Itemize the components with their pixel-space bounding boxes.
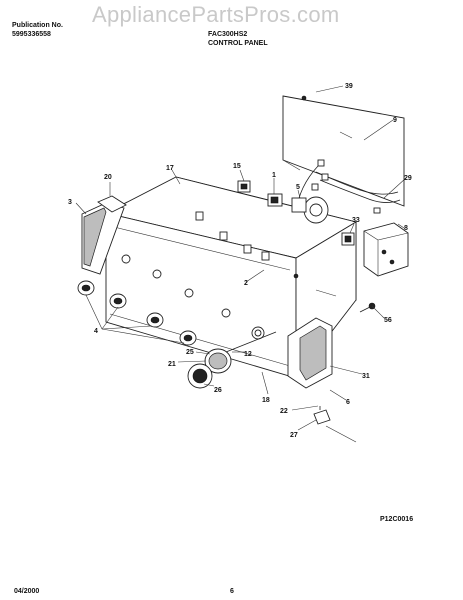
part-56-screw — [359, 302, 376, 313]
model-number: FAC300HS2 — [208, 31, 248, 38]
callout-18: 18 — [262, 397, 270, 404]
part-12-shaft — [225, 331, 277, 353]
part-3-left-end-cap — [81, 195, 127, 275]
callout-33: 33 — [352, 217, 360, 224]
page-number: 6 — [230, 588, 234, 595]
part-27-bracket — [313, 406, 331, 425]
publication-number: 5995336558 — [12, 31, 51, 38]
callout-1: 1 — [272, 172, 276, 179]
callout-8: 8 — [404, 225, 408, 232]
section-title: CONTROL PANEL — [208, 40, 268, 47]
callout-26: 26 — [214, 387, 222, 394]
figure-code: P12C0016 — [380, 516, 414, 523]
callout-labels: 39 9 29 15 1 5 17 20 3 33 8 2 56 4 12 25… — [68, 83, 412, 439]
part-5-pressure-switch — [291, 196, 329, 224]
callout-56: 56 — [384, 317, 392, 324]
part-21-timer-dial — [204, 348, 232, 374]
part-29-wire-harness — [295, 159, 401, 214]
callout-4: 4 — [94, 328, 98, 335]
publication-label: Publication No. — [12, 22, 63, 29]
callout-5: 5 — [296, 184, 300, 191]
callout-20: 20 — [104, 174, 112, 181]
part-33-switch — [341, 232, 355, 246]
callout-25: 25 — [186, 349, 194, 356]
callout-22: 22 — [280, 408, 288, 415]
part-9-rear-bracket — [282, 95, 405, 207]
callout-21: 21 — [168, 361, 176, 368]
part-8-timer — [363, 222, 409, 277]
part-15-switch — [237, 180, 251, 193]
callout-12: 12 — [244, 351, 252, 358]
callout-31: 31 — [362, 373, 370, 380]
part-31-right-end-cap — [287, 317, 333, 389]
callout-3: 3 — [68, 199, 72, 206]
callout-15: 15 — [233, 163, 241, 170]
watermark: AppliancePartsPros.com — [92, 2, 340, 27]
leader-lines — [75, 85, 407, 443]
callout-39: 39 — [345, 83, 353, 90]
callout-29: 29 — [404, 175, 412, 182]
callout-2: 2 — [244, 280, 248, 287]
part-26-timer-knob — [187, 363, 213, 389]
footer-date: 04/2000 — [14, 588, 40, 595]
part-1-switch — [267, 193, 283, 207]
callout-6: 6 — [346, 399, 350, 406]
callout-17: 17 — [166, 165, 174, 172]
callout-27: 27 — [290, 432, 298, 439]
callout-9: 9 — [393, 117, 397, 124]
part-4-knobs — [77, 280, 197, 346]
